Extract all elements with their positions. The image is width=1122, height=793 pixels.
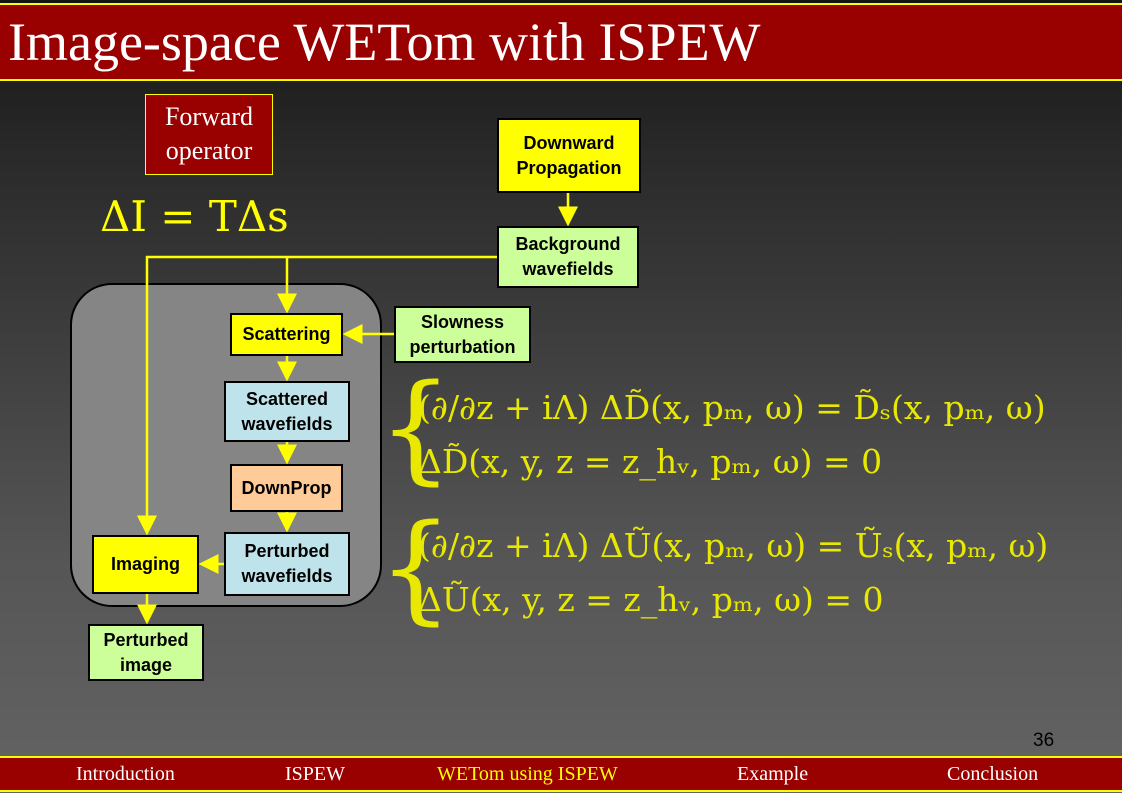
nav-ispew[interactable]: ISPEW [285,763,345,785]
slide-title: Image-space WETom with ISPEW [8,12,761,72]
forward-operator-line1: Forward [164,102,254,131]
line-background-to-imaging [137,255,497,536]
nav-example[interactable]: Example [737,763,809,785]
forward-operator-label: Forward operator [145,94,273,175]
scattering-box: Scattering [230,313,343,356]
forward-formula: ΔI = TΔs [100,192,289,241]
imaging-box: Imaging [92,535,199,594]
title-bar: Image-space WETom with ISPEW [0,3,1122,81]
footer-nav: Introduction ISPEW WETom using ISPEW Exa… [0,756,1122,792]
scattered-wavefields-box: Scattered wavefields [224,381,350,442]
downward-propagation-box: Downward Propagation [497,118,641,193]
nav-introduction[interactable]: Introduction [76,763,175,785]
nav-wetom-using-ispew[interactable]: WETom using ISPEW [437,763,618,785]
equation-d-1: (∂/∂z + iΛ) ΔD̃(x, pₘ, ω) = D̃ₛ(x, pₘ, ω… [418,388,1046,427]
brace-d: { [378,358,454,496]
downprop-box: DownProp [230,464,343,512]
page-number: 36 [1033,730,1055,751]
equation-d-2: ΔD̃(x, y, z = z_hᵥ, pₘ, ω) = 0 [418,442,883,481]
perturbed-image-box: Perturbed image [88,624,204,681]
equation-u-2: ΔŨ(x, y, z = z_hᵥ, pₘ, ω) = 0 [418,580,884,619]
forward-operator-line2: operator [165,136,253,165]
nav-conclusion[interactable]: Conclusion [947,763,1039,785]
slowness-perturbation-box: Slowness perturbation [394,306,531,363]
brace-u: { [378,498,454,636]
perturbed-wavefields-box: Perturbed wavefields [224,532,350,596]
background-wavefields-box: Background wavefields [497,226,639,288]
equation-u-1: (∂/∂z + iΛ) ΔŨ(x, pₘ, ω) = Ũₛ(x, pₘ, ω) [418,526,1049,565]
